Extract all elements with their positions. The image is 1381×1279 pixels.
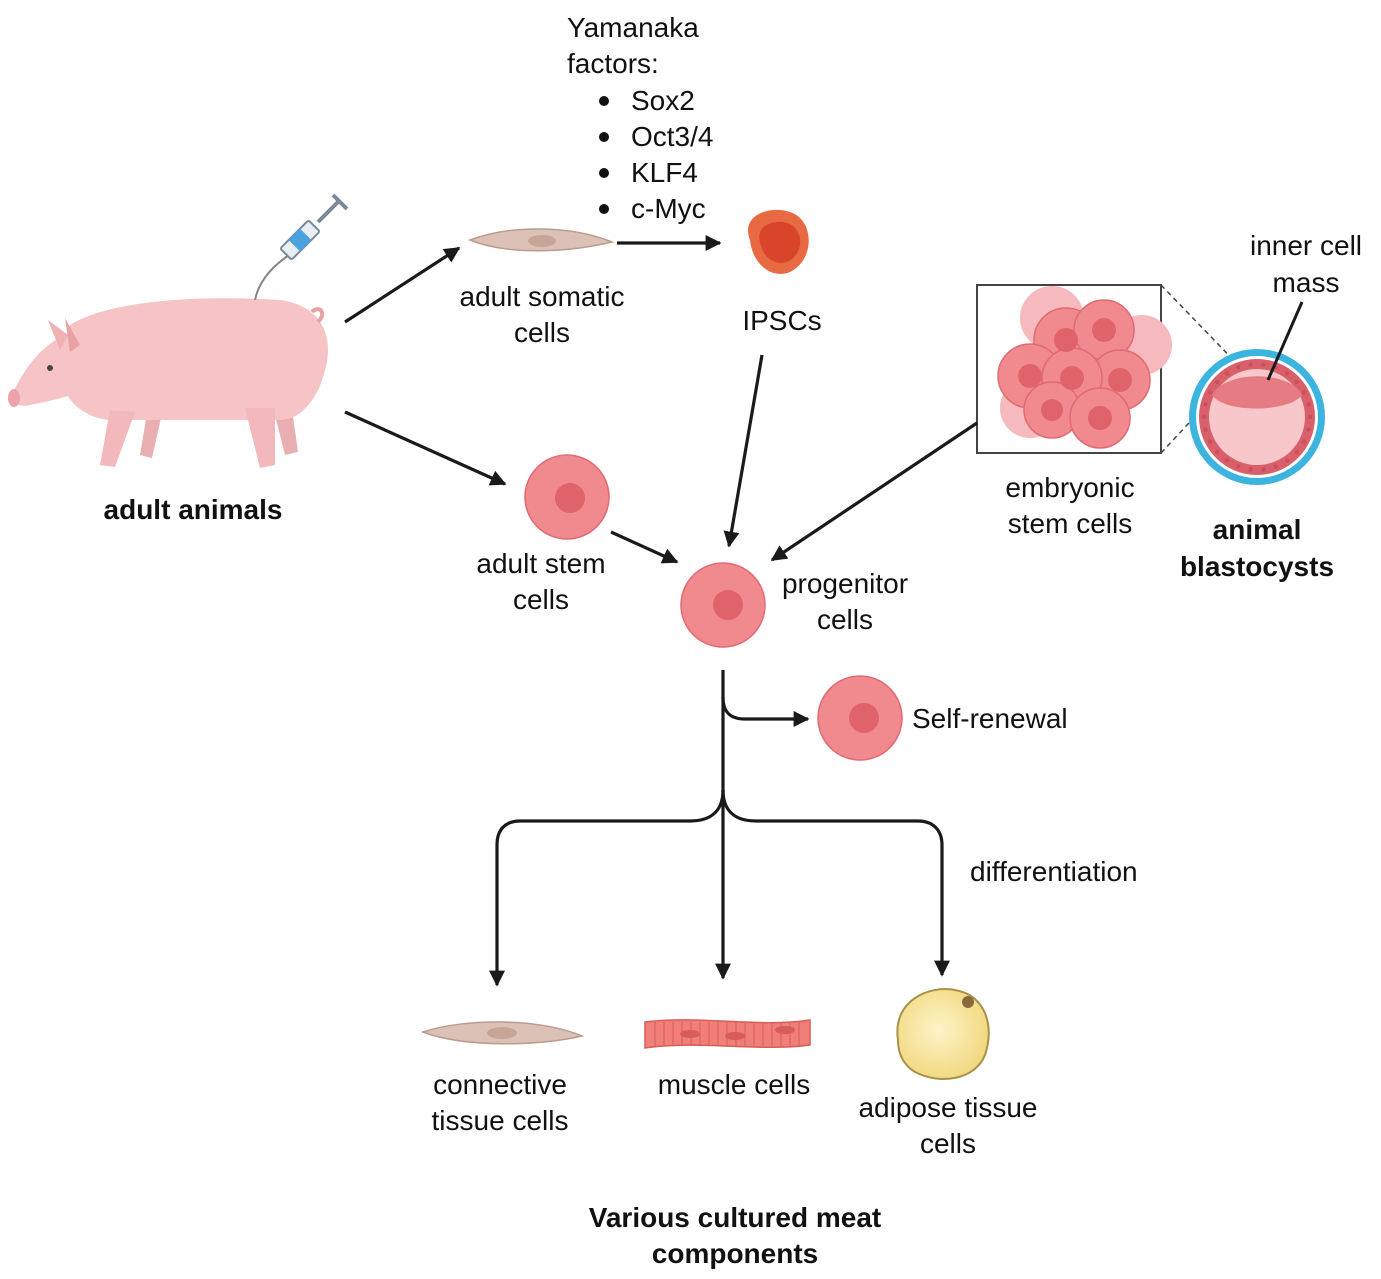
label-differentiation: differentiation bbox=[970, 856, 1138, 887]
pig-illustration bbox=[8, 298, 328, 468]
trophoblast-nucleus bbox=[1203, 427, 1208, 432]
syringe-icon bbox=[254, 193, 349, 301]
label-inner-cell-mass-1: inner cell bbox=[1250, 230, 1362, 261]
trophoblast-nucleus bbox=[1215, 379, 1220, 385]
trophoblast-nucleus bbox=[1294, 379, 1299, 385]
trophoblast-nucleus bbox=[1261, 467, 1266, 472]
trophoblast-nucleus bbox=[1273, 464, 1279, 469]
label-self-renewal: Self-renewal bbox=[912, 703, 1068, 734]
yamanaka-heading-line2: factors: bbox=[567, 48, 659, 79]
trophoblast-nucleus bbox=[1306, 427, 1311, 432]
label-adult-stem-cells-1: adult stem bbox=[476, 548, 605, 579]
label-cultured-meat-1: Various cultured meat bbox=[589, 1202, 882, 1233]
adult-somatic-cell bbox=[467, 228, 615, 252]
flow-arrows bbox=[344, 235, 978, 987]
label-embryonic-stem-cells-2: stem cells bbox=[1008, 508, 1132, 539]
trophoblast-nucleus bbox=[1261, 362, 1266, 367]
label-animal-blastocysts-2: blastocysts bbox=[1180, 551, 1334, 582]
embryonic-stem-cell-cluster bbox=[976, 284, 1246, 454]
trophoblast-nucleus bbox=[1224, 371, 1230, 376]
trophoblast-nucleus bbox=[1301, 439, 1307, 444]
trophoblast-nucleus bbox=[1236, 365, 1241, 370]
label-animal-blastocysts-1: animal bbox=[1213, 514, 1302, 545]
ipsc-cell bbox=[748, 209, 809, 274]
trophoblast-nucleus bbox=[1306, 402, 1311, 407]
label-adult-somatic-cells-1: adult somatic bbox=[460, 281, 625, 312]
trophoblast-nucleus bbox=[1248, 362, 1253, 367]
yamanaka-heading-line1: Yamanaka bbox=[567, 12, 699, 43]
bullet-icon bbox=[599, 204, 609, 214]
trophoblast-nucleus bbox=[1248, 467, 1253, 472]
label-adipose-tissue-cells-1: adipose tissue bbox=[858, 1092, 1037, 1123]
label-ipscs: IPSCs bbox=[742, 305, 821, 336]
trophoblast-nucleus bbox=[1224, 458, 1230, 463]
trophoblast-nucleus bbox=[1307, 414, 1313, 420]
adipose-cell bbox=[896, 988, 990, 1080]
trophoblast-nucleus bbox=[1203, 402, 1208, 407]
bullet-icon bbox=[599, 168, 609, 178]
label-progenitor-cells-2: cells bbox=[817, 604, 873, 635]
yamanaka-factors-list: Yamanaka factors: Sox2 Oct3/4 KLF4 c-Myc bbox=[567, 12, 713, 224]
factor-cmyc: c-Myc bbox=[631, 193, 706, 224]
progenitor-cell bbox=[680, 562, 766, 648]
label-connective-tissue-cells-1: connective bbox=[433, 1069, 567, 1100]
label-cultured-meat-2: components bbox=[652, 1238, 818, 1269]
trophoblast-nucleus bbox=[1284, 371, 1290, 376]
bullet-icon bbox=[599, 96, 609, 106]
trophoblast-nucleus bbox=[1284, 458, 1290, 463]
trophoblast-nucleus bbox=[1201, 414, 1207, 420]
connective-tissue-cell bbox=[420, 1021, 585, 1045]
label-adult-somatic-cells-2: cells bbox=[514, 317, 570, 348]
factor-klf4: KLF4 bbox=[631, 157, 698, 188]
bullet-icon bbox=[599, 132, 609, 142]
label-embryonic-stem-cells-1: embryonic bbox=[1005, 472, 1134, 503]
trophoblast-nucleus bbox=[1207, 390, 1213, 395]
factor-sox2: Sox2 bbox=[631, 85, 695, 116]
factor-oct34: Oct3/4 bbox=[631, 121, 713, 152]
label-adipose-tissue-cells-2: cells bbox=[920, 1128, 976, 1159]
trophoblast-nucleus bbox=[1236, 464, 1241, 469]
adult-stem-cell bbox=[524, 454, 610, 540]
inner-cell-mass-pointer bbox=[1266, 301, 1304, 381]
muscle-cell bbox=[644, 1019, 811, 1049]
blastocyst bbox=[1189, 349, 1325, 485]
label-adult-stem-cells-2: cells bbox=[513, 584, 569, 615]
trophoblast-nucleus bbox=[1207, 439, 1213, 444]
trophoblast-nucleus bbox=[1301, 390, 1307, 395]
label-adult-animals: adult animals bbox=[104, 494, 283, 525]
label-inner-cell-mass-2: mass bbox=[1273, 267, 1340, 298]
label-connective-tissue-cells-2: tissue cells bbox=[432, 1105, 569, 1136]
self-renewal-cell bbox=[817, 675, 903, 761]
trophoblast-nucleus bbox=[1215, 449, 1220, 455]
label-progenitor-cells-1: progenitor bbox=[782, 568, 908, 599]
trophoblast-nucleus bbox=[1294, 449, 1299, 455]
label-muscle-cells: muscle cells bbox=[658, 1069, 810, 1100]
